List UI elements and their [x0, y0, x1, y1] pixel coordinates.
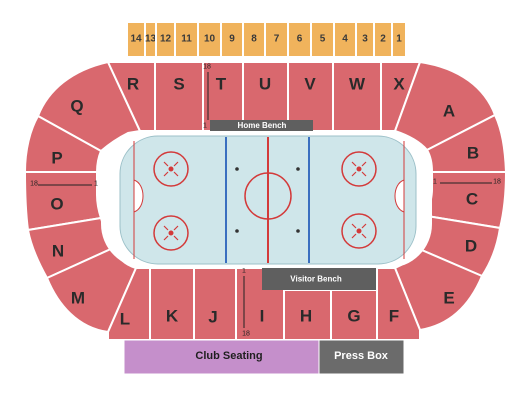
home-bench: Home Bench: [210, 120, 313, 131]
section-u[interactable]: U: [242, 61, 289, 132]
upper-section-9[interactable]: 9: [220, 21, 244, 58]
upper-section-10[interactable]: 10: [197, 21, 222, 58]
row-marker-po-right: 1: [94, 181, 98, 188]
upper-section-12[interactable]: 12: [155, 21, 176, 58]
upper-sections: 14 13 12 11 10 9 8 7 6 5 4 3 2 1: [126, 21, 407, 58]
row-marker-bc-right: 18: [493, 179, 501, 186]
section-j[interactable]: J: [193, 267, 237, 341]
section-k[interactable]: K: [149, 267, 195, 341]
visitor-bench: Visitor Bench: [262, 268, 376, 290]
club-seating-label: Club Seating: [195, 350, 262, 362]
upper-section-3[interactable]: 3: [355, 21, 375, 58]
upper-section-13[interactable]: 13: [144, 21, 157, 58]
row-marker-t-top: 18: [203, 64, 211, 71]
press-box-label: Press Box: [334, 350, 389, 362]
upper-section-7[interactable]: 7: [264, 21, 289, 58]
press-box: Press Box: [318, 339, 405, 375]
upper-section-8[interactable]: 8: [242, 21, 266, 58]
club-seating[interactable]: Club Seating: [123, 339, 320, 375]
upper-section-4[interactable]: 4: [333, 21, 357, 58]
section-w[interactable]: W: [332, 61, 382, 132]
upper-section-1[interactable]: 1: [391, 21, 407, 58]
row-marker-i-top: 1: [242, 268, 246, 275]
section-s[interactable]: S: [154, 61, 204, 132]
row-marker-t-bottom: 1: [203, 123, 207, 130]
visitor-bench-label: Visitor Bench: [290, 275, 342, 284]
row-marker-bc-left: 1: [433, 179, 437, 186]
upper-section-5[interactable]: 5: [310, 21, 335, 58]
upper-section-6[interactable]: 6: [287, 21, 312, 58]
upper-section-2[interactable]: 2: [373, 21, 393, 58]
section-v[interactable]: V: [287, 61, 334, 132]
section-h[interactable]: H: [283, 289, 332, 341]
upper-section-11[interactable]: 11: [174, 21, 199, 58]
ice-rink: [101, 131, 432, 268]
lower-bowl-sections: Q R S T U V W X A B C D E P O N M L K J …: [23, 60, 508, 341]
upper-section-14[interactable]: 14: [126, 21, 146, 58]
row-marker-i-bottom: 18: [242, 331, 250, 338]
row-markers: 18 1 18 1 1 18 1 18: [30, 64, 501, 338]
row-marker-po-left: 18: [30, 181, 38, 188]
home-bench-label: Home Bench: [238, 121, 287, 130]
section-g[interactable]: G: [330, 289, 378, 341]
